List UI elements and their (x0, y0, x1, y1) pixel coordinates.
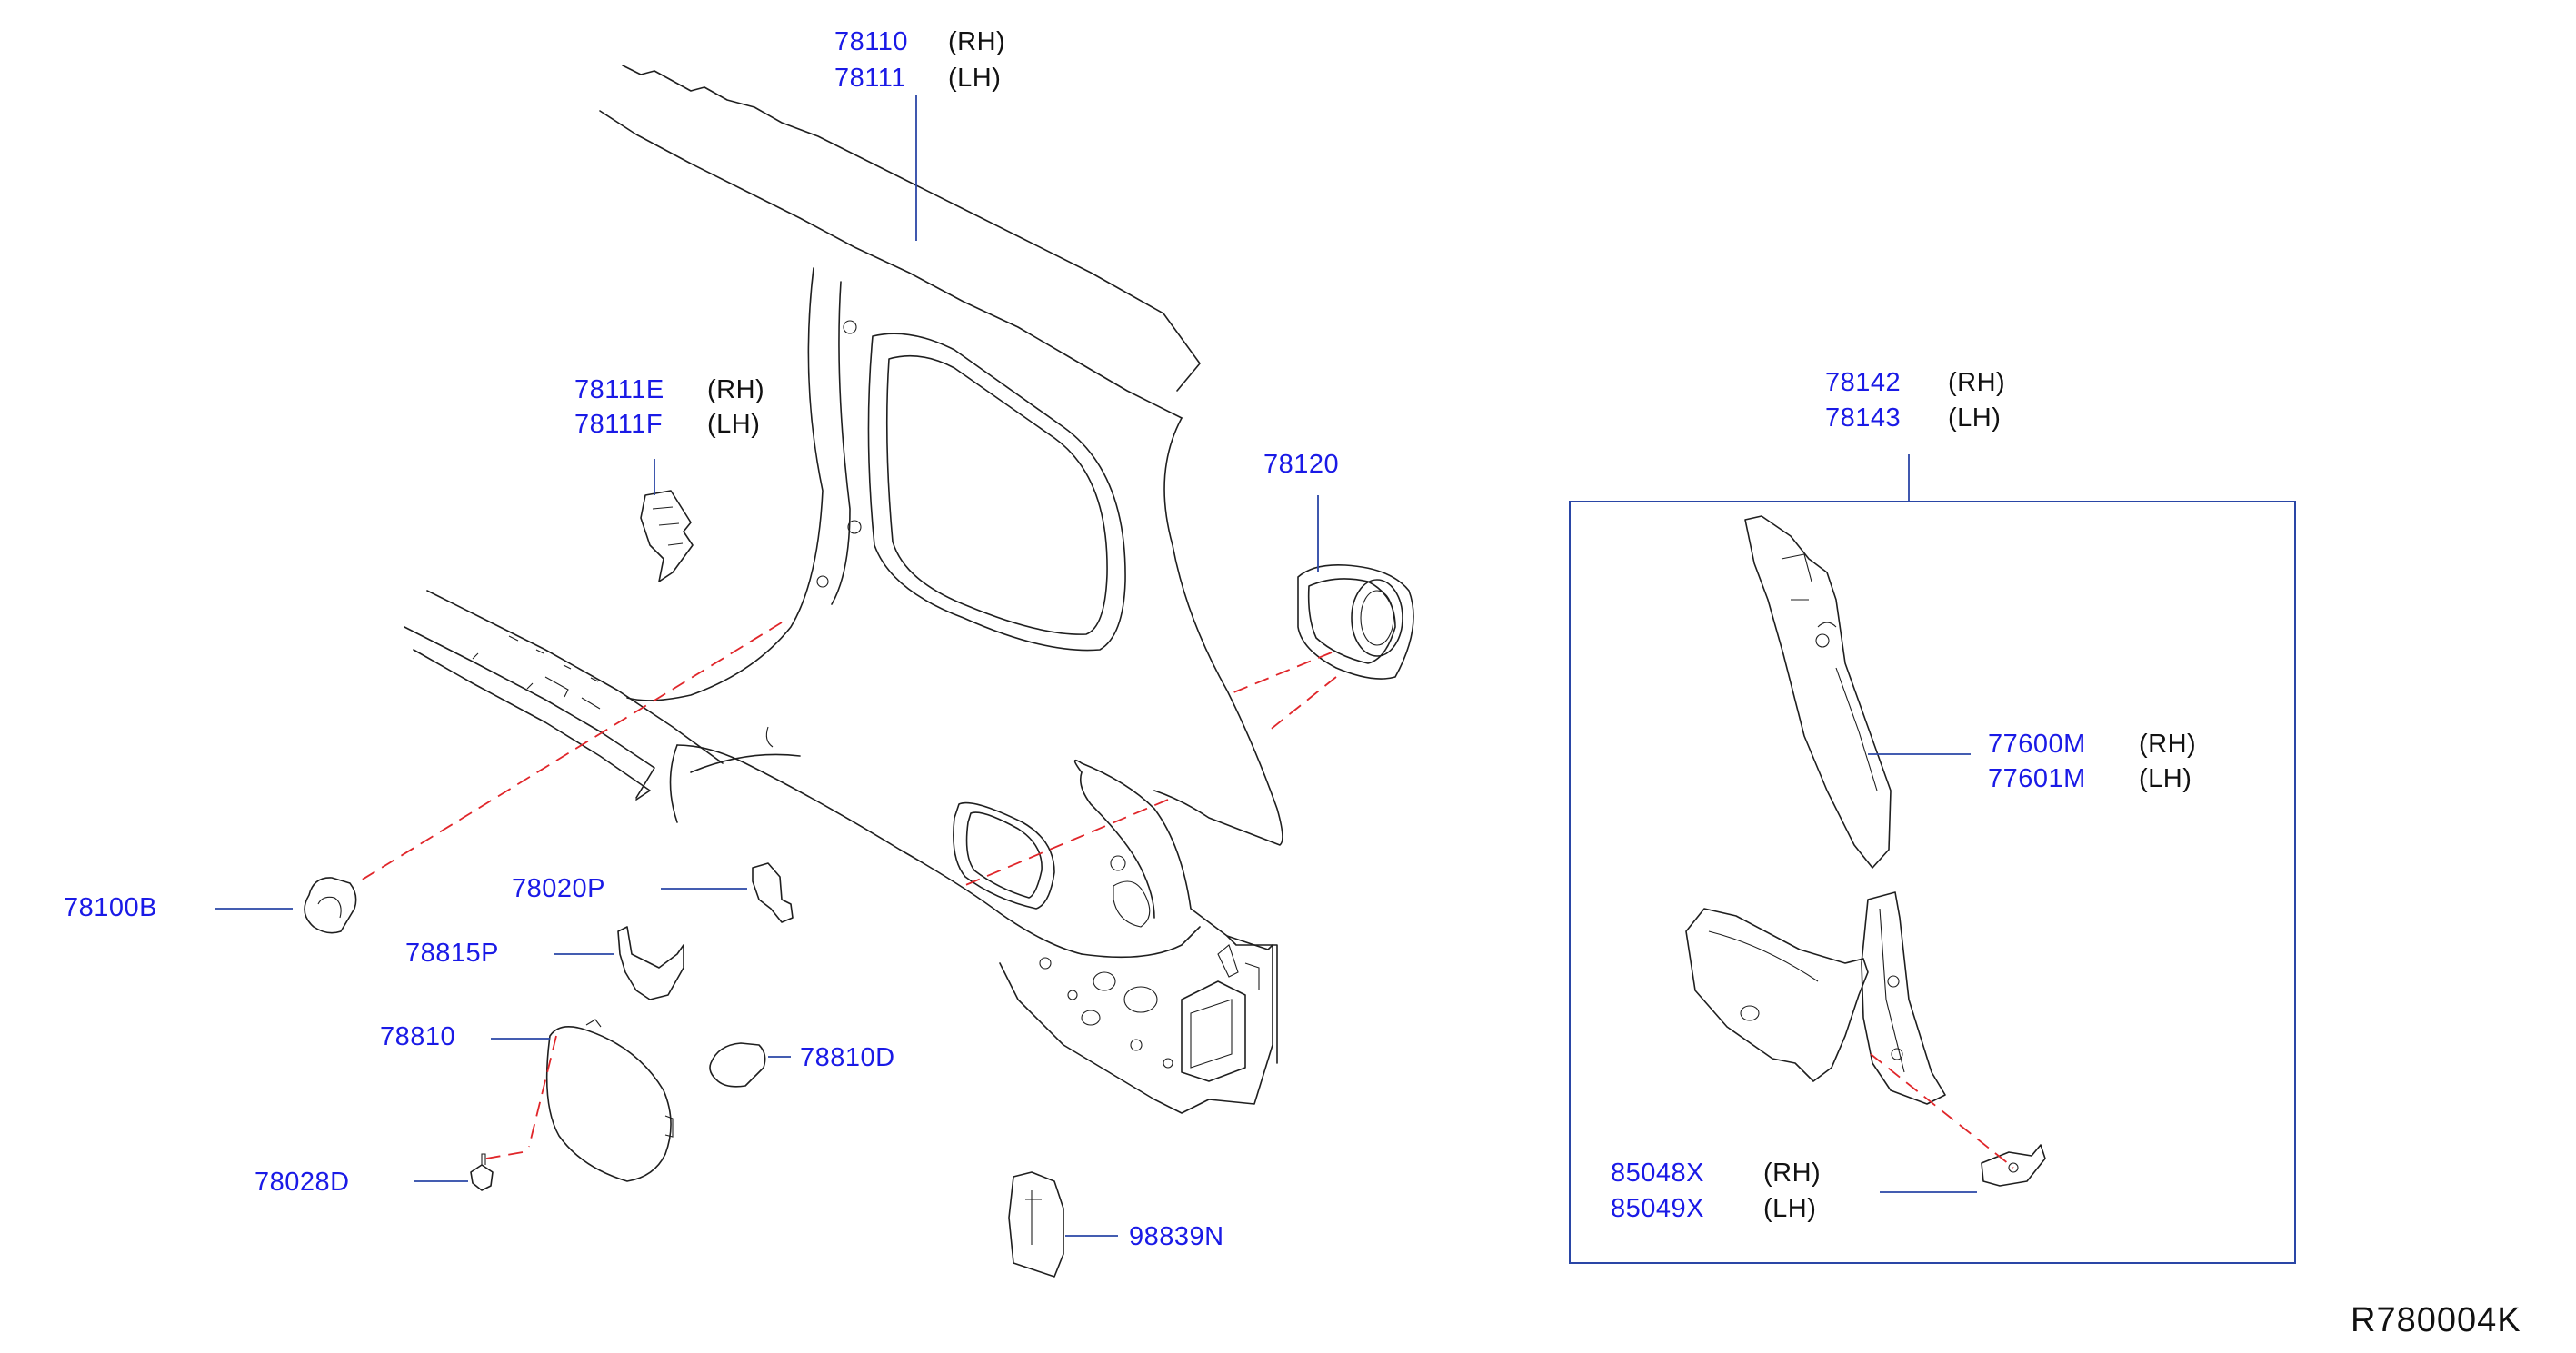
side-lh-78111f: (LH) (707, 410, 761, 439)
quarter-panel-outer (599, 65, 1283, 959)
clip-78815p (617, 926, 684, 1000)
diagram-reference-code: R780004K (2351, 1301, 2521, 1339)
side-lh-78111: (LH) (948, 64, 1002, 93)
part-number-85048x[interactable]: 85048X (1611, 1159, 1704, 1188)
stopper-78020p (752, 862, 794, 923)
side-rh-78142: (RH) (1948, 368, 2006, 397)
part-number-78142[interactable]: 78142 (1825, 368, 1902, 397)
side-rh-78111e: (RH) (707, 375, 765, 404)
part-number-78810d[interactable]: 78810D (800, 1043, 895, 1072)
leader-lines (215, 95, 2296, 1264)
part-number-78028d[interactable]: 78028D (255, 1168, 350, 1197)
part-number-78143[interactable]: 78143 (1825, 403, 1902, 433)
part-number-78815p[interactable]: 78815P (405, 939, 499, 968)
side-lh-78143: (LH) (1948, 403, 2002, 433)
clip-78100b (304, 877, 357, 934)
bracket-98839n (1008, 1171, 1064, 1278)
side-rh-85048x: (RH) (1763, 1159, 1822, 1188)
part-number-78111[interactable]: 78111 (834, 64, 906, 93)
fuel-door-opening (953, 801, 1055, 910)
part-number-78110[interactable]: 78110 (834, 27, 908, 56)
lower-inner-structure (999, 759, 1278, 1114)
inner-panel-lower (1685, 908, 1869, 1082)
bumper-78810d (709, 1042, 766, 1088)
screw-78028d (470, 1153, 494, 1191)
side-lh-85049x: (LH) (1763, 1194, 1817, 1223)
part-number-77601m[interactable]: 77601M (1988, 764, 2086, 793)
side-lh-77601m: (LH) (2139, 764, 2192, 793)
part-number-78020p[interactable]: 78020P (512, 874, 605, 903)
part-number-78810[interactable]: 78810 (380, 1022, 456, 1051)
part-number-78120[interactable]: 78120 (1263, 450, 1340, 479)
side-rh-77600m: (RH) (2139, 730, 2197, 759)
part-number-98839n[interactable]: 98839N (1129, 1222, 1224, 1251)
rear-pillar-lower (1861, 891, 1946, 1105)
part-number-77600m[interactable]: 77600M (1988, 730, 2086, 759)
alignment-lines (355, 622, 2014, 1169)
part-number-78111f[interactable]: 78111F (574, 410, 664, 439)
part-number-78100b[interactable]: 78100B (64, 893, 157, 922)
fuel-door-78810 (545, 1019, 674, 1182)
side-rh-78110: (RH) (948, 27, 1006, 56)
fuel-filler-pocket (1297, 563, 1414, 680)
part-number-85049x[interactable]: 85049X (1611, 1194, 1704, 1223)
bracket-78111e (640, 490, 694, 582)
inner-pillar-77600m (1744, 515, 1892, 869)
sill-rail (404, 590, 724, 801)
part-number-78111e[interactable]: 78111E (574, 375, 664, 404)
bracket-85048x (1981, 1144, 2046, 1187)
